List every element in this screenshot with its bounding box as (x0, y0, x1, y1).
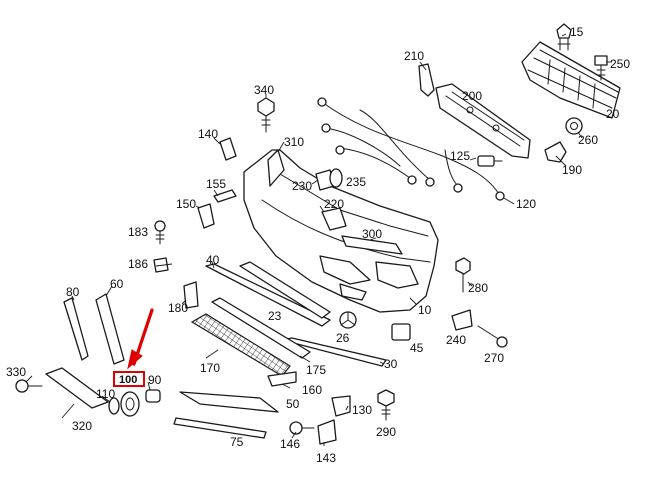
leader-lines (25, 33, 612, 446)
part-140 (219, 137, 237, 161)
fog-lamp-100 (120, 391, 140, 417)
highlight-arrowhead (127, 349, 143, 370)
clip-15 (556, 23, 572, 51)
wiring-harness (317, 97, 505, 201)
label-120: 120 (516, 197, 536, 211)
label-190: 190 (562, 163, 582, 177)
sensor-125 (477, 155, 503, 167)
bracket-130 (331, 395, 351, 417)
label-80: 80 (66, 285, 80, 299)
bracket-240 (451, 309, 473, 331)
label-90: 90 (148, 373, 162, 387)
label-160: 160 (302, 383, 322, 397)
bolt-250 (594, 55, 608, 81)
label-290: 290 (376, 425, 396, 439)
nut-260 (565, 117, 583, 135)
highlight-callout: 100 (113, 308, 154, 387)
label-50: 50 (286, 397, 300, 411)
label-100: 100 (119, 374, 137, 386)
bulb-90 (145, 389, 161, 403)
label-250: 250 (610, 57, 630, 71)
label-170: 170 (200, 361, 220, 375)
emblem-26 (339, 311, 357, 329)
label-320: 320 (72, 419, 92, 433)
label-150: 150 (176, 197, 196, 211)
label-310: 310 (284, 135, 304, 149)
spoiler-160 (179, 391, 279, 413)
label-186: 186 (128, 257, 148, 271)
label-10: 10 (418, 303, 432, 317)
label-75: 75 (230, 435, 244, 449)
bolt-270 (477, 325, 508, 348)
label-330: 330 (6, 365, 26, 379)
grille-strip-300 (341, 235, 403, 255)
label-60: 60 (110, 277, 124, 291)
grille-strip-310 (267, 149, 285, 187)
grommet-235 (329, 168, 343, 188)
trim-80 (63, 297, 89, 361)
block-45 (391, 323, 411, 341)
label-143: 143 (316, 451, 336, 465)
bracket-155 (213, 189, 237, 203)
label-260: 260 (578, 133, 598, 147)
label-130: 130 (352, 403, 372, 417)
label-280: 280 (468, 281, 488, 295)
highlight-box (113, 371, 145, 387)
label-183: 183 (128, 225, 148, 239)
label-175: 175 (306, 363, 326, 377)
bracket-150 (197, 203, 215, 229)
insert-220 (321, 207, 347, 231)
bracket-143 (317, 419, 337, 445)
screw-146 (289, 421, 315, 435)
label-26: 26 (336, 331, 350, 345)
label-140: 140 (198, 127, 218, 141)
label-340: 340 (254, 83, 274, 97)
label-146: 146 (280, 437, 300, 451)
screw-330 (15, 379, 43, 393)
label-240: 240 (446, 333, 466, 347)
bolt-290 (377, 389, 395, 421)
bracket-210 (418, 63, 435, 97)
bolt-280 (455, 257, 471, 293)
molding-175 (211, 297, 311, 359)
label-30: 30 (384, 357, 398, 371)
part-labels: 15 250 210 200 20 260 190 340 140 310 12… (6, 25, 630, 465)
label-23: 23 (268, 309, 282, 323)
label-15: 15 (570, 25, 584, 39)
label-230: 230 (292, 179, 312, 193)
screw-183 (154, 220, 166, 245)
trim-23 (239, 261, 331, 319)
label-235: 235 (346, 175, 366, 189)
trim-40 (205, 263, 331, 327)
impact-absorber (521, 41, 621, 119)
label-270: 270 (484, 351, 504, 365)
bracket-190 (544, 141, 567, 163)
trim-60 (95, 293, 125, 365)
label-110: 110 (96, 387, 115, 401)
label-300: 300 (362, 227, 382, 241)
bumper-cover (243, 149, 439, 313)
label-20: 20 (606, 107, 620, 121)
license-plate-320 (45, 367, 109, 409)
label-155: 155 (206, 177, 226, 191)
label-180: 180 (168, 301, 188, 315)
label-125: 125 (450, 149, 470, 163)
label-40: 40 (206, 253, 220, 267)
bumper-carrier (435, 83, 531, 159)
lower-grille-170 (190, 313, 291, 377)
ring-110 (108, 397, 120, 415)
label-210: 210 (404, 49, 424, 63)
bolt-340 (257, 97, 275, 133)
strip-75 (173, 417, 267, 439)
label-220: 220 (324, 197, 344, 211)
clip-50 (267, 371, 297, 387)
label-200: 200 (462, 89, 482, 103)
label-45: 45 (410, 341, 424, 355)
